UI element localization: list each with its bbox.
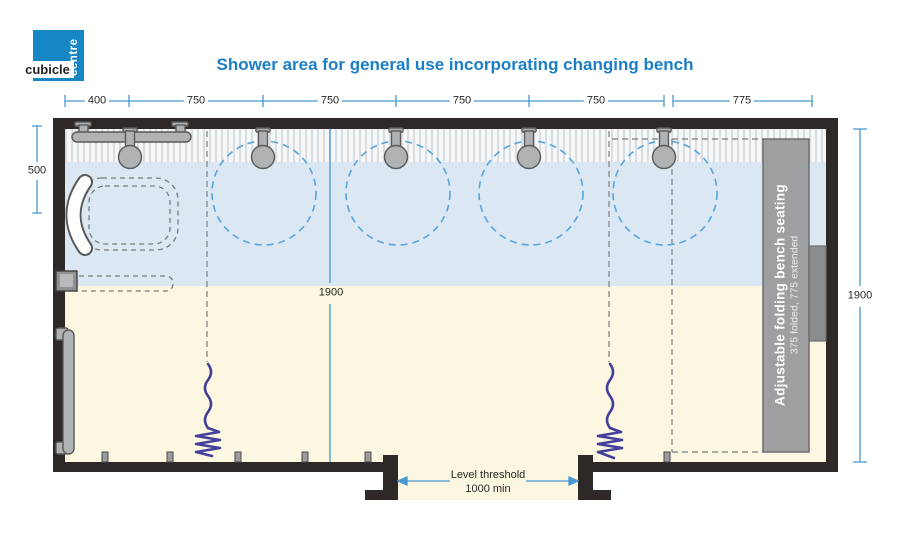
shower-curtain-icon [596, 362, 624, 460]
dim-label-775: 775 [729, 94, 755, 108]
bench-label: Adjustable folding bench seating 375 fol… [764, 139, 810, 452]
arrow-left-icon [396, 475, 408, 487]
wall-bracket [166, 451, 174, 463]
dimension-line-right [853, 128, 867, 463]
threshold-label: Level threshold 1000 min [451, 468, 526, 496]
page-title: Shower area for general use incorporatin… [216, 55, 694, 74]
grab-rail-vertical [62, 329, 75, 455]
wall-right [826, 118, 838, 472]
bench-label-title: Adjustable folding bench seating [772, 184, 788, 406]
tiled-wall-band [65, 129, 826, 162]
wall-bracket [301, 451, 309, 463]
door-jamb-left-return [365, 490, 398, 500]
dim-label-750a: 750 [183, 94, 209, 108]
folding-seat-backrest [67, 176, 91, 254]
wall-bracket [234, 451, 242, 463]
door-jamb-right [578, 455, 593, 500]
wall-top [53, 118, 838, 129]
threshold-label-line1: Level threshold [450, 469, 526, 481]
changing-bench-folded [808, 245, 827, 342]
bench-label-subtitle: 375 folded, 775 extended [788, 235, 801, 355]
dimension-line-left [32, 125, 42, 214]
door-jamb-left [383, 455, 398, 500]
folding-seat-outline [88, 185, 171, 245]
dim-label-1900-center: 1900 [318, 286, 344, 299]
wall-bottom-right [578, 462, 838, 472]
dim-label-500: 500 [24, 164, 50, 178]
dim-label-750c: 750 [449, 94, 475, 108]
dim-label-400: 400 [84, 94, 110, 108]
dimension-line-threshold [396, 475, 580, 487]
wall-left [53, 118, 65, 472]
door-jamb-right-return [578, 490, 611, 500]
shower-head-icon [250, 127, 276, 170]
wall-bracket [364, 451, 372, 463]
dim-label-750b: 750 [317, 94, 343, 108]
dim-label-1900-right: 1900 [844, 289, 876, 303]
shower-head-icon [117, 127, 143, 170]
shower-head-icon [651, 127, 677, 170]
shower-curtain-icon [194, 362, 222, 458]
drop-down-rail-outline [62, 275, 174, 292]
wall-bottom-left [53, 462, 398, 472]
shower-head-icon [516, 127, 542, 170]
shower-control-box [60, 274, 73, 287]
shower-head-icon [383, 127, 409, 170]
wall-bracket [663, 451, 671, 463]
dimension-line-top [64, 95, 813, 107]
wall-bracket [101, 451, 109, 463]
threshold-label-line2: 1000 min [465, 483, 511, 495]
dim-label-750d: 750 [583, 94, 609, 108]
changing-bench [762, 138, 810, 453]
logo-text-cubicle: cubicle [21, 61, 74, 78]
arrow-right-icon [568, 475, 580, 487]
